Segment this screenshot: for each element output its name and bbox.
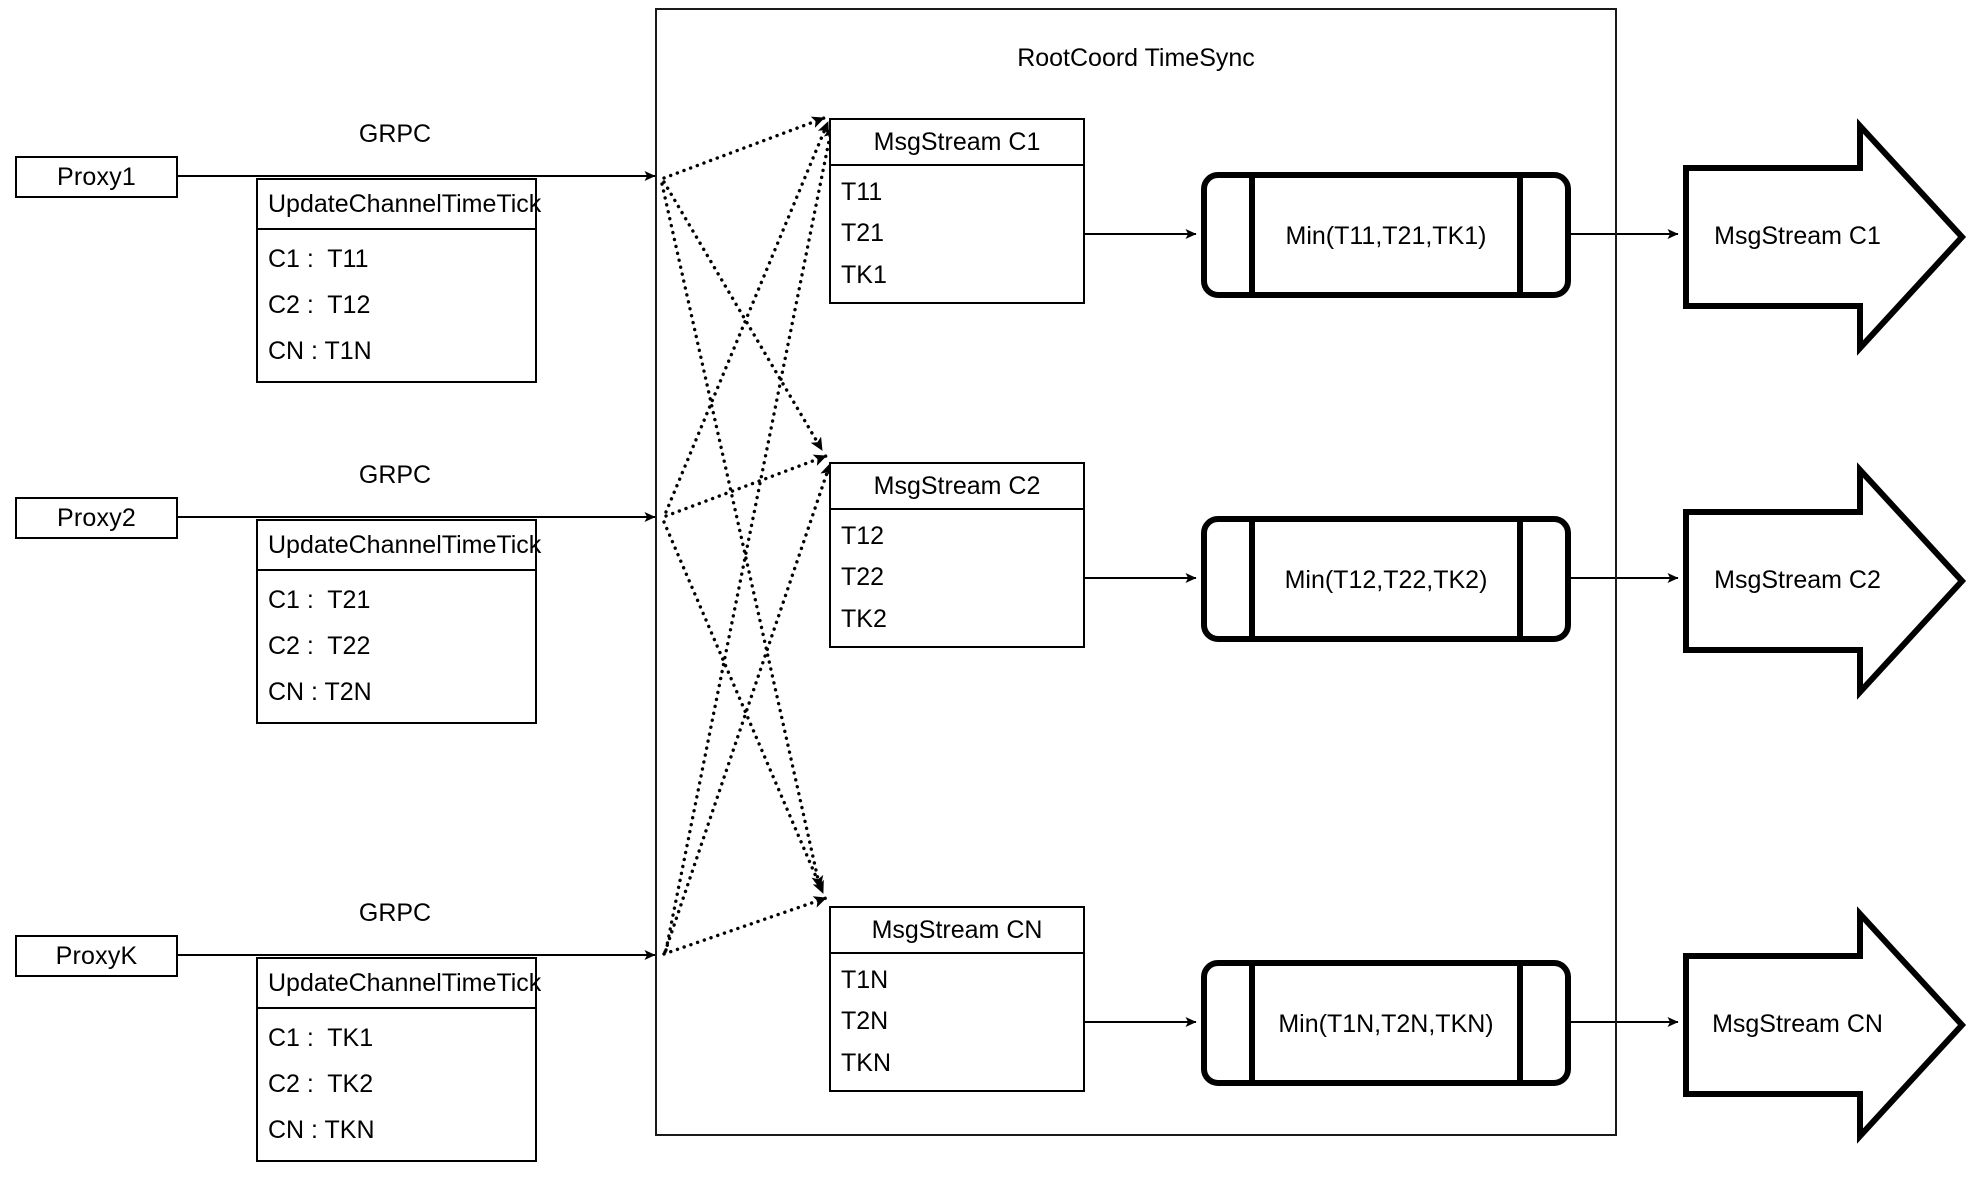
proxy-box-1[interactable]: Proxy1	[15, 156, 178, 198]
output-label-cn: MsgStream CN	[1712, 1010, 1883, 1038]
proxy-box-k[interactable]: ProxyK	[15, 935, 178, 977]
msgstream-tick-c2-2: TK2	[841, 604, 887, 633]
dotted-link-p2-c2	[664, 454, 828, 518]
dotted-link-p1-c2	[662, 180, 824, 452]
output-block-arrow-cn[interactable]	[1683, 906, 1967, 1144]
output-label-c2: MsgStream C2	[1714, 566, 1881, 594]
grpc-label-proxy1: GRPC	[358, 120, 432, 148]
updatechanneltimetick-box-2[interactable]: UpdateChannelTimeTick C1 : T21 C2 : T22 …	[256, 519, 541, 724]
rpc-row-cn-2: CN : T2N	[268, 678, 372, 707]
output-label-c1: MsgStream C1	[1714, 222, 1881, 250]
msgstream-tick-c1-0: T11	[841, 178, 883, 207]
min-process-shape-c1[interactable]	[1201, 172, 1571, 298]
msgstream-tick-cn-2: TKN	[841, 1048, 891, 1077]
rpc-row-cn-1: CN : T1N	[268, 337, 372, 366]
rpc-row-c1-1: C1 : T11	[268, 244, 369, 273]
min-label-c2: Min(T12,T22,TK2)	[1284, 566, 1488, 594]
msgstream-title-cn: MsgStream CN	[831, 908, 1083, 954]
rpc-row-c2-2: C2 : T22	[268, 631, 371, 660]
msgstream-tick-cn-1: T2N	[841, 1007, 889, 1036]
msgstream-tick-c1-1: T21	[841, 219, 885, 248]
msgstream-box-cn[interactable]: MsgStream CN T1N T2N TKN	[829, 906, 1085, 1092]
rpc-row-cn-k: CN : TKN	[268, 1116, 375, 1145]
proxy-box-2[interactable]: Proxy2	[15, 497, 178, 539]
rootcoord-timesync-title: RootCoord TimeSync	[1017, 44, 1255, 72]
msgstream-tick-c1-2: TK1	[841, 260, 887, 289]
msgstream-title-c2: MsgStream C2	[831, 464, 1083, 510]
dotted-link-pk-c1	[664, 124, 836, 952]
dotted-link-p1-c1	[662, 116, 826, 180]
min-label-c1: Min(T11,T21,TK1)	[1285, 222, 1487, 250]
min-label-cn: Min(T1N,T2N,TKN)	[1278, 1010, 1494, 1038]
rootcoord-timesync-container	[655, 8, 1617, 1136]
msgstream-box-c1[interactable]: MsgStream C1 T11 T21 TK1	[829, 118, 1085, 304]
rpc-row-c1-2: C1 : T21	[268, 585, 371, 614]
updatechanneltimetick-box-k[interactable]: UpdateChannelTimeTick C1 : TK1 C2 : TK2 …	[256, 957, 541, 1162]
grpc-label-proxy2: GRPC	[358, 461, 432, 489]
rpc-title-2: UpdateChannelTimeTick	[258, 521, 541, 571]
dotted-link-pk-c2	[663, 462, 832, 954]
dotted-link-pk-cn	[662, 896, 828, 956]
min-process-shape-cn[interactable]	[1201, 960, 1571, 1086]
msgstream-box-c2[interactable]: MsgStream C2 T12 T22 TK2	[829, 462, 1085, 648]
min-process-shape-c2[interactable]	[1201, 516, 1571, 642]
dotted-link-p1-cn	[660, 182, 824, 890]
msgstream-tick-cn-0: T1N	[841, 966, 889, 995]
rpc-row-c2-1: C2 : T12	[268, 290, 371, 319]
rpc-row-c2-k: C2 : TK2	[268, 1069, 374, 1098]
rpc-title-1: UpdateChannelTimeTick	[258, 180, 541, 230]
grpc-label-proxyk: GRPC	[358, 899, 432, 927]
dotted-link-p2-c1	[664, 120, 830, 514]
msgstream-tick-c2-0: T12	[841, 522, 885, 551]
updatechanneltimetick-box-1[interactable]: UpdateChannelTimeTick C1 : T11 C2 : T12 …	[256, 178, 541, 383]
rpc-title-k: UpdateChannelTimeTick	[258, 959, 541, 1009]
output-block-arrow-c2[interactable]	[1683, 462, 1967, 700]
msgstream-tick-c2-1: T22	[841, 563, 885, 592]
rpc-row-c1-k: C1 : TK1	[268, 1023, 374, 1052]
msgstream-title-c1: MsgStream C1	[831, 120, 1083, 166]
output-block-arrow-c1[interactable]	[1683, 118, 1967, 356]
